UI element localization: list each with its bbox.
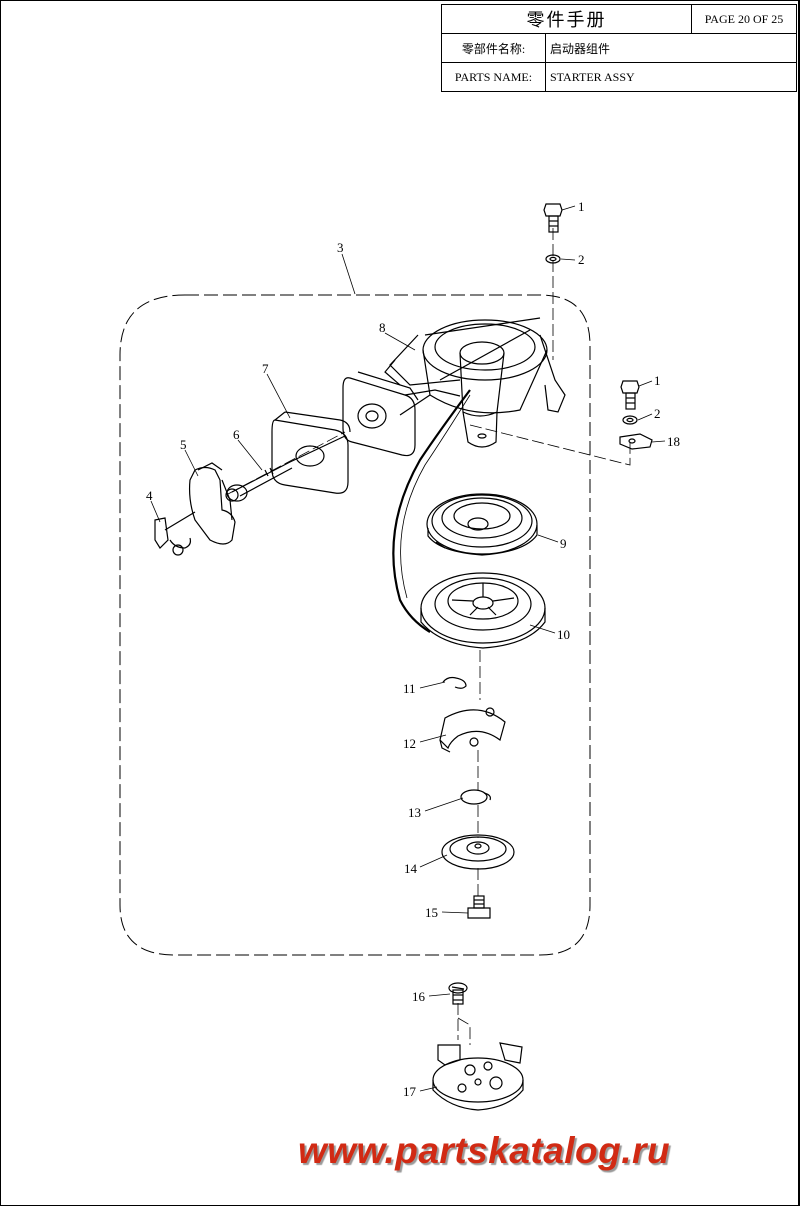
callout-8: 8 <box>379 320 386 335</box>
bolt-part-1-lower <box>620 380 640 410</box>
recoil-spring-part-9 <box>426 493 538 556</box>
callout-6: 6 <box>233 427 240 442</box>
callout-13: 13 <box>408 805 421 820</box>
disc-part-14 <box>441 834 515 870</box>
starter-cup-part-17 <box>432 1042 524 1111</box>
callout-17: 17 <box>403 1084 417 1099</box>
spring-part-13 <box>460 789 491 805</box>
callout-2-lower: 2 <box>654 406 661 421</box>
rope-guide-plate <box>342 371 461 457</box>
site-watermark: www.partskatalog.ru <box>298 1130 671 1171</box>
callout-9: 9 <box>560 536 567 551</box>
ratchet-plate-part-12 <box>439 707 506 753</box>
starter-housing-part-8 <box>384 317 566 448</box>
parts-name-label-en: PARTS NAME: <box>442 63 546 91</box>
callout-11: 11 <box>403 681 416 696</box>
callout-1-lower: 1 <box>654 373 661 388</box>
callout-3: 3 <box>337 240 344 255</box>
pawl-part-11 <box>442 676 467 689</box>
leader-lines <box>150 205 666 1092</box>
callout-12: 12 <box>403 736 416 751</box>
grommet-part-7 <box>271 411 351 494</box>
parts-name-value-cn: 启动器组件 <box>546 34 796 63</box>
callout-7: 7 <box>262 361 269 376</box>
handle-part-5 <box>188 462 248 545</box>
bracket-part-18 <box>619 433 653 450</box>
callout-4: 4 <box>146 488 153 503</box>
callout-18: 18 <box>667 434 680 449</box>
assembly-boundary <box>119 294 591 956</box>
manual-title: 零件手册 <box>442 5 692 34</box>
callout-labels: 1 2 1 2 18 3 4 5 6 7 8 9 10 11 12 13 14 … <box>146 199 680 1099</box>
washer-part-2-lower <box>622 415 638 425</box>
callout-15: 15 <box>425 905 438 920</box>
callout-14: 14 <box>404 861 418 876</box>
callout-5: 5 <box>180 437 187 452</box>
parts-name-label-cn: 零部件名称: <box>442 34 546 63</box>
reel-part-10 <box>420 572 546 649</box>
title-block: 零件手册 PAGE 20 OF 25 零部件名称: 启动器组件 PARTS NA… <box>441 4 797 92</box>
screw-part-15 <box>467 895 491 919</box>
parts-name-value-en: STARTER ASSY <box>550 69 635 84</box>
washer-part-2-upper <box>545 254 561 264</box>
clip-part-4 <box>154 511 196 556</box>
callout-10: 10 <box>557 627 570 642</box>
bolt-part-1-upper <box>543 203 563 233</box>
page-number: PAGE 20 OF 25 <box>692 5 796 34</box>
callout-1-upper: 1 <box>578 199 585 214</box>
rope-part-6 <box>231 389 471 633</box>
callout-2-upper: 2 <box>578 252 585 267</box>
callout-16: 16 <box>412 989 426 1004</box>
screw-part-16 <box>448 982 468 1005</box>
